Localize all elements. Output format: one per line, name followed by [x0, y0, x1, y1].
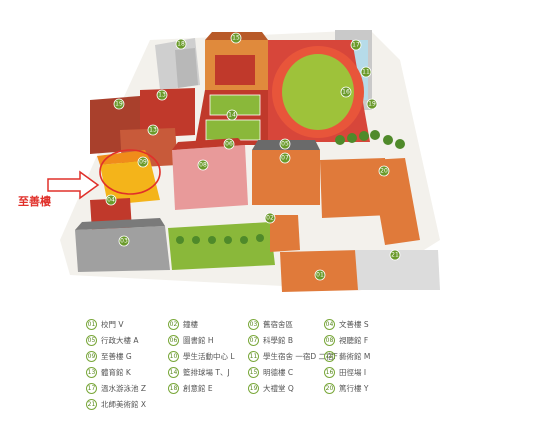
- legend-item: 03 舊宿舍區: [248, 318, 293, 330]
- legend-label: 溫水游泳池 Z: [101, 383, 147, 393]
- legend-item: 15 明德樓 C: [248, 366, 293, 378]
- zhishan-callout-label: 至善樓: [18, 195, 51, 208]
- legend-label: 田徑場 I: [339, 367, 367, 377]
- legend-number: 12: [324, 350, 335, 362]
- legend-number: 13: [86, 366, 97, 378]
- campus-map: 18 15 17 11 16 19 14 13 19 13 06 05 07 0…: [47, 30, 440, 292]
- svg-text:01: 01: [316, 272, 324, 279]
- building-06[interactable]: [172, 138, 248, 210]
- svg-text:11: 11: [362, 69, 370, 76]
- legend-number: 18: [168, 382, 179, 394]
- lawn: [168, 222, 275, 270]
- legend-item: 01 校門 V: [86, 318, 124, 330]
- legend-label: 舊宿舍區: [263, 319, 293, 329]
- legend-label: 圖書館 H: [183, 335, 214, 345]
- legend-item: 06 圖書館 H: [168, 334, 214, 346]
- legend-item: 19 大禮堂 Q: [248, 382, 294, 394]
- legend-item: 10 學生活動中心 L: [168, 350, 235, 362]
- legend-label: 至善樓 G: [101, 351, 132, 361]
- legend-item: 12 藝術館 M: [324, 350, 370, 362]
- legend-number: 05: [86, 334, 97, 346]
- legend-label: 籃排球場 T、J: [183, 367, 230, 377]
- svg-text:03: 03: [120, 238, 128, 245]
- legend-item: 04 文善樓 S: [324, 318, 369, 330]
- legend-label: 視聽館 F: [339, 335, 369, 345]
- building-05[interactable]: [252, 150, 320, 205]
- legend-number: 10: [168, 350, 179, 362]
- legend-number: 09: [86, 350, 97, 362]
- legend-item: 05 行政大樓 A: [86, 334, 139, 346]
- svg-text:16: 16: [342, 89, 350, 96]
- svg-text:13: 13: [158, 92, 166, 99]
- svg-text:14: 14: [228, 112, 236, 119]
- legend-number: 20: [324, 382, 335, 394]
- highlight-circle: [99, 149, 161, 195]
- svg-text:08: 08: [199, 162, 207, 169]
- svg-text:17: 17: [352, 42, 360, 49]
- legend-label: 學生宿舍 一宿D 二宿F: [263, 351, 338, 361]
- building-21[interactable]: [355, 250, 440, 290]
- building-20[interactable]: [370, 158, 420, 245]
- legend-label: 鐘樓: [183, 319, 198, 329]
- legend-number: 15: [248, 366, 259, 378]
- svg-text:20: 20: [380, 168, 388, 175]
- legend-item: 02 鐘樓: [168, 318, 198, 330]
- legend-number: 06: [168, 334, 179, 346]
- legend-label: 文善樓 S: [339, 319, 369, 329]
- legend-item: 17 溫水游泳池 Z: [86, 382, 146, 394]
- building-02[interactable]: [270, 215, 300, 252]
- svg-text:02: 02: [266, 215, 274, 222]
- building-09[interactable]: [97, 150, 160, 205]
- legend-item: 09 至善樓 G: [86, 350, 132, 362]
- legend-label: 北師美術館 X: [101, 399, 147, 409]
- legend-number: 07: [248, 334, 259, 346]
- svg-text:21: 21: [391, 252, 399, 259]
- legend-label: 校門 V: [101, 319, 124, 329]
- legend-number: 16: [324, 366, 335, 378]
- legend-number: 04: [324, 318, 335, 330]
- svg-text:18: 18: [177, 41, 185, 48]
- legend-label: 體育館 K: [101, 367, 131, 377]
- svg-text:19: 19: [368, 101, 376, 108]
- legend-label: 科學館 B: [263, 335, 294, 345]
- legend-label: 藝術館 M: [339, 351, 371, 361]
- legend-item: 11 學生宿舍 一宿D 二宿F: [248, 350, 338, 362]
- legend-number: 11: [248, 350, 259, 362]
- map-badges: 18 15 17 11 16 19 14 13 19 13 06 05 07 0…: [105, 32, 401, 281]
- legend-item: 08 視聽館 F: [324, 334, 368, 346]
- legend-item: 18 創意館 E: [168, 382, 213, 394]
- svg-text:07: 07: [281, 155, 289, 162]
- legend-label: 大禮堂 Q: [263, 383, 294, 393]
- legend-number: 08: [324, 334, 335, 346]
- callout-arrow: [47, 170, 100, 200]
- legend-label: 行政大樓 A: [101, 335, 139, 345]
- legend-item: 13 體育館 K: [86, 366, 131, 378]
- legend-label: 篤行樓 Y: [339, 383, 369, 393]
- legend-number: 17: [86, 382, 97, 394]
- legend-item: 14 籃排球場 T、J: [168, 366, 230, 378]
- legend-item: 21 北師美術館 X: [86, 398, 146, 410]
- svg-text:05: 05: [281, 141, 289, 148]
- legend-number: 02: [168, 318, 179, 330]
- legend-label: 明德樓 C: [263, 367, 294, 377]
- legend-number: 03: [248, 318, 259, 330]
- svg-text:06: 06: [225, 141, 233, 148]
- legend-number: 14: [168, 366, 179, 378]
- legend-number: 21: [86, 398, 97, 410]
- building-03[interactable]: [75, 226, 170, 272]
- track-field-16[interactable]: [268, 40, 370, 142]
- legend-number: 19: [248, 382, 259, 394]
- svg-text:09: 09: [139, 159, 147, 166]
- svg-text:19: 19: [115, 101, 123, 108]
- legend-label: 學生活動中心 L: [183, 351, 235, 361]
- svg-text:13: 13: [149, 127, 157, 134]
- legend-item: 07 科學館 B: [248, 334, 293, 346]
- legend-item: 20 篤行樓 Y: [324, 382, 368, 394]
- legend-number: 01: [86, 318, 97, 330]
- legend-label: 創意館 E: [183, 383, 213, 393]
- svg-text:15: 15: [232, 35, 240, 42]
- legend-item: 16 田徑場 I: [324, 366, 366, 378]
- svg-text:04: 04: [107, 197, 115, 204]
